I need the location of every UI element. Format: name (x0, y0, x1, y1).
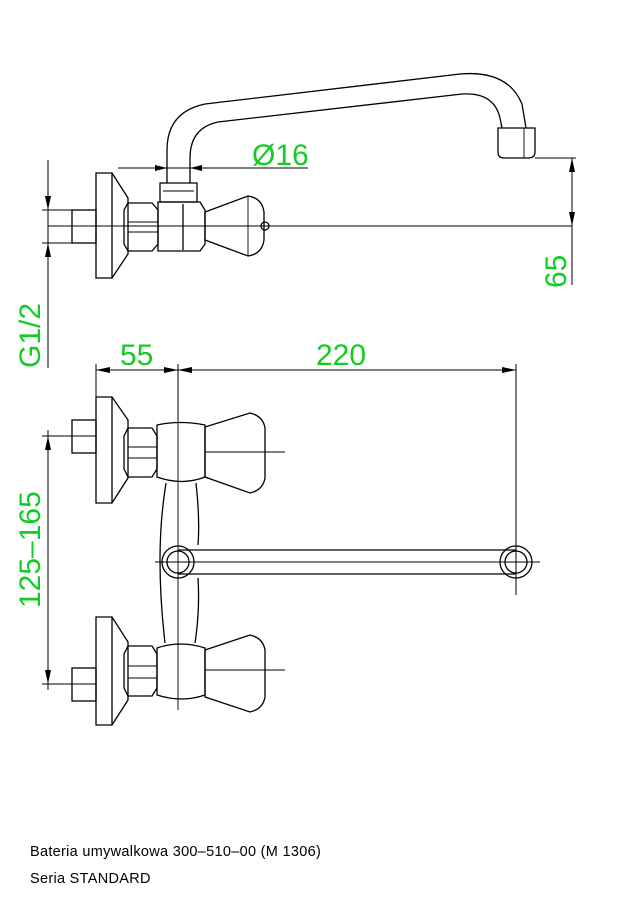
caption-title: Bateria umywalkowa 300–510–00 (M 1306) (30, 844, 322, 860)
plan-view (60, 396, 540, 726)
dim-reach: 220 (316, 339, 366, 372)
dim-diameter: Ø16 (252, 139, 309, 172)
dim-spacing: 125–165 (14, 491, 47, 608)
side-view (48, 72, 572, 279)
dim-projection: 55 (120, 339, 153, 372)
caption-series: Seria STANDARD (30, 871, 151, 887)
dim-thread: G1/2 (14, 303, 47, 368)
dimensions: Ø16 65 G1/2 55 220 125–165 (14, 139, 576, 690)
dim-height: 65 (540, 255, 573, 288)
